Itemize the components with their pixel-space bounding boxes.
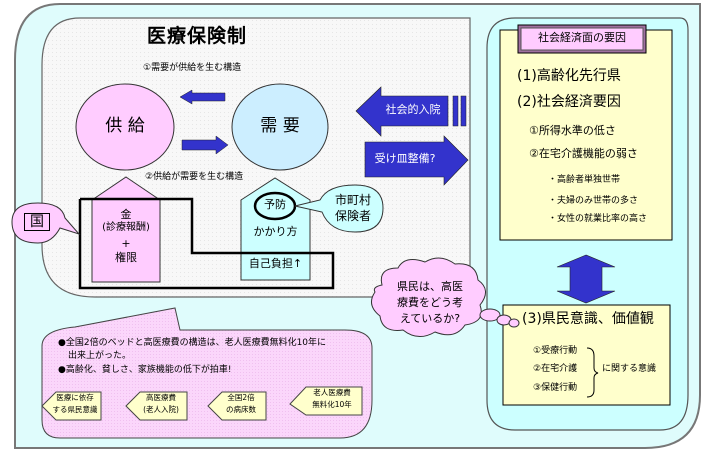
chain-box-2 — [125, 391, 188, 421]
bullet-couple-only: ・夫婦のみ世帯の多さ — [548, 196, 639, 206]
supply-circle — [75, 83, 175, 171]
label-supply-creates-demand: ②供給が需要を生む構造 — [145, 172, 244, 182]
socioeconomic-box — [499, 29, 673, 241]
chain-box-4 — [289, 386, 363, 416]
access-label: かかり方 — [253, 225, 298, 238]
supply-pentagon-text-4: 権限 — [115, 251, 137, 264]
chain-text-1a: 医療に依存 — [56, 393, 94, 402]
chain-text-3b: の病床数 — [226, 405, 256, 414]
supply-label: 供 給 — [105, 116, 145, 136]
summary-bubble — [41, 307, 373, 439]
copay-label: 自己負担↑ — [248, 257, 303, 270]
arrow-left — [179, 89, 226, 105]
page-title: 医療保険制 — [147, 25, 248, 47]
demand-circle — [231, 83, 329, 171]
supply-pentagon-text-1: 金 — [120, 208, 132, 221]
double-arrow-vertical — [556, 254, 616, 304]
factor-income: ①所得水準の低さ — [529, 124, 616, 137]
prevention-label: 予防 — [264, 198, 286, 211]
chain-text-1b: する県民意識 — [52, 405, 98, 414]
municipal-label-1: 市町村 — [334, 193, 371, 207]
reception-label: 受け皿整備? — [374, 152, 436, 165]
factor-aging: (1)高齢化先行県 — [517, 68, 621, 84]
factor-home-care: ②在宅介護機能の弱さ — [529, 147, 638, 160]
awareness-home-care: ②在宅介護 — [533, 364, 578, 374]
awareness-suffix: に関する意識 — [602, 364, 657, 374]
supply-pentagon-text-2: (診療報酬) — [102, 222, 150, 233]
chain-text-4a: 老人医療費 — [313, 388, 351, 397]
chain-text-3a: 全国2倍 — [227, 393, 255, 402]
chain-text-2b: (老人入院) — [143, 405, 179, 414]
cloud-text-2: 療費をどう考 — [397, 296, 463, 309]
summary-bullet-1b: 出来上がった。 — [68, 351, 132, 361]
chain-box-3 — [207, 391, 267, 421]
bullet-women-employment: ・女性の就業比率の高さ — [548, 214, 648, 224]
chain-box-1 — [41, 391, 102, 421]
supply-pentagon-text-3: + — [121, 237, 131, 250]
awareness-health: ③保健行動 — [533, 383, 578, 393]
awareness-treatment: ①受療行動 — [533, 346, 578, 356]
country-label: 国 — [24, 213, 50, 231]
social-admission-arrow — [355, 86, 449, 137]
supply-pentagon — [91, 176, 161, 283]
money-flow-line — [78, 197, 335, 290]
reception-arrow — [364, 135, 469, 186]
cloud-text-1: 県民は、高医 — [397, 280, 463, 293]
brace — [586, 347, 599, 398]
label-demand-creates-supply: ①需要が供給を生む構造 — [143, 63, 242, 73]
factor-awareness: (3)県民意識、価値観 — [522, 311, 654, 327]
social-admission-label: 社会的入院 — [385, 103, 441, 116]
arrow-right — [181, 135, 229, 155]
demand-label: 需 要 — [260, 116, 300, 136]
factor-socioeconomic: (2)社会経済要因 — [517, 94, 621, 110]
cloud-text-3: えているか? — [399, 312, 461, 325]
chain-text-4b: 無料化10年 — [312, 400, 352, 409]
summary-bullet-1a: ●全国2倍のベッドと高医療費の構造は、老人医療費無料化10年に — [58, 338, 327, 348]
thought-cloud — [370, 257, 520, 337]
summary-bullet-2: ●高齢化、貧しさ、家族機能の低下が拍車! — [58, 365, 232, 375]
factors-header: 社会経済面の要因 — [538, 31, 626, 44]
bullet-elderly-single: ・高齢者単独世帯 — [548, 175, 621, 185]
municipal-label-2: 保険者 — [334, 209, 371, 223]
municipal-callout — [294, 184, 384, 233]
chain-text-2a: 高医療費 — [146, 393, 176, 402]
awareness-box — [502, 304, 671, 406]
